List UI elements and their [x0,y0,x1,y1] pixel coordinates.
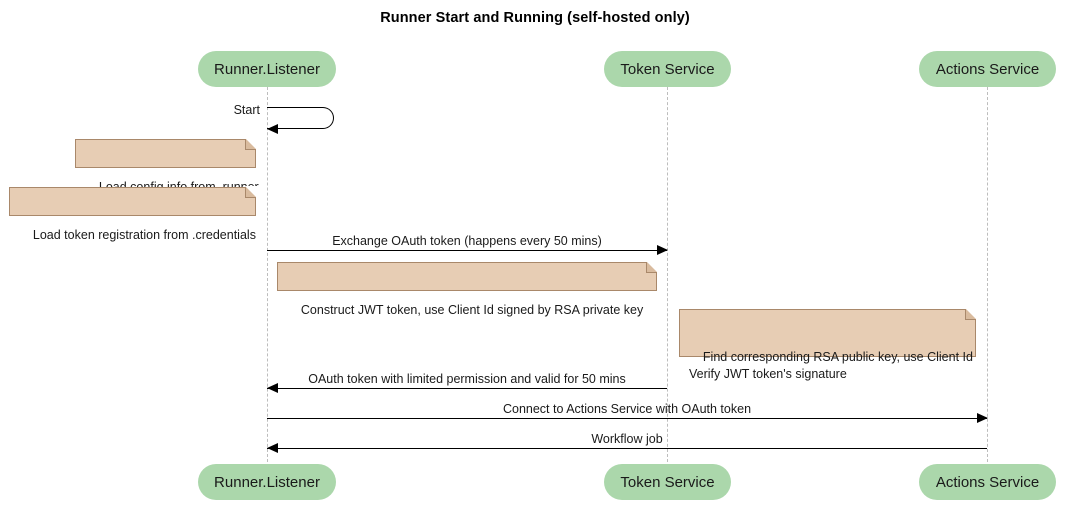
note-fold-icon [245,138,257,150]
note-text: Find corresponding RSA public key, use C… [689,350,973,381]
participant-label: Actions Service [935,473,1040,491]
participant-token-top[interactable]: Token Service [604,51,731,87]
note-text: Load token registration from .credential… [32,228,256,242]
message-start-arrowhead [267,124,278,134]
message-start-loop [267,107,334,129]
lifeline-actions [987,87,988,462]
participant-label: Actions Service [935,60,1040,78]
message-start-label: Start [233,103,260,117]
participant-label: Runner.Listener [214,60,320,78]
message-connect-actions-line [267,418,987,419]
participant-label: Token Service [620,60,715,78]
message-exchange-arrowhead [657,245,668,255]
lifeline-token [667,87,668,462]
message-oauth-return-label: OAuth token with limited permission and … [308,372,626,386]
note-text: Construct JWT token, use Client Id signe… [300,303,644,317]
participant-label: Token Service [620,473,715,491]
participant-runner-bottom[interactable]: Runner.Listener [198,464,336,500]
note-load-config: Load config info from .runner [75,138,259,194]
note-fold-icon [245,186,257,198]
note-fold-icon [646,261,658,273]
note-construct-jwt: Construct JWT token, use Client Id signe… [277,261,658,317]
lifeline-runner [267,87,268,462]
note-fold-icon [965,308,977,320]
message-connect-actions-arrowhead [977,413,988,423]
message-workflow-job-line [267,448,987,449]
participant-runner-top[interactable]: Runner.Listener [198,51,336,87]
message-workflow-job-arrowhead [267,443,278,453]
message-connect-actions-label: Connect to Actions Service with OAuth to… [502,402,752,416]
message-oauth-return-line [267,388,667,389]
page-title: Runner Start and Running (self-hosted on… [380,10,690,26]
note-verify-jwt: Find corresponding RSA public key, use C… [679,308,977,381]
message-oauth-return-arrowhead [267,383,278,393]
message-exchange-line [267,250,667,251]
participant-label: Runner.Listener [214,473,320,491]
note-load-token-registration: Load token registration from .credential… [9,186,257,242]
participant-actions-top[interactable]: Actions Service [919,51,1056,87]
participant-token-bottom[interactable]: Token Service [604,464,731,500]
participant-actions-bottom[interactable]: Actions Service [919,464,1056,500]
message-exchange-label: Exchange OAuth token (happens every 50 m… [332,234,602,248]
message-workflow-job-label: Workflow job [591,432,663,446]
